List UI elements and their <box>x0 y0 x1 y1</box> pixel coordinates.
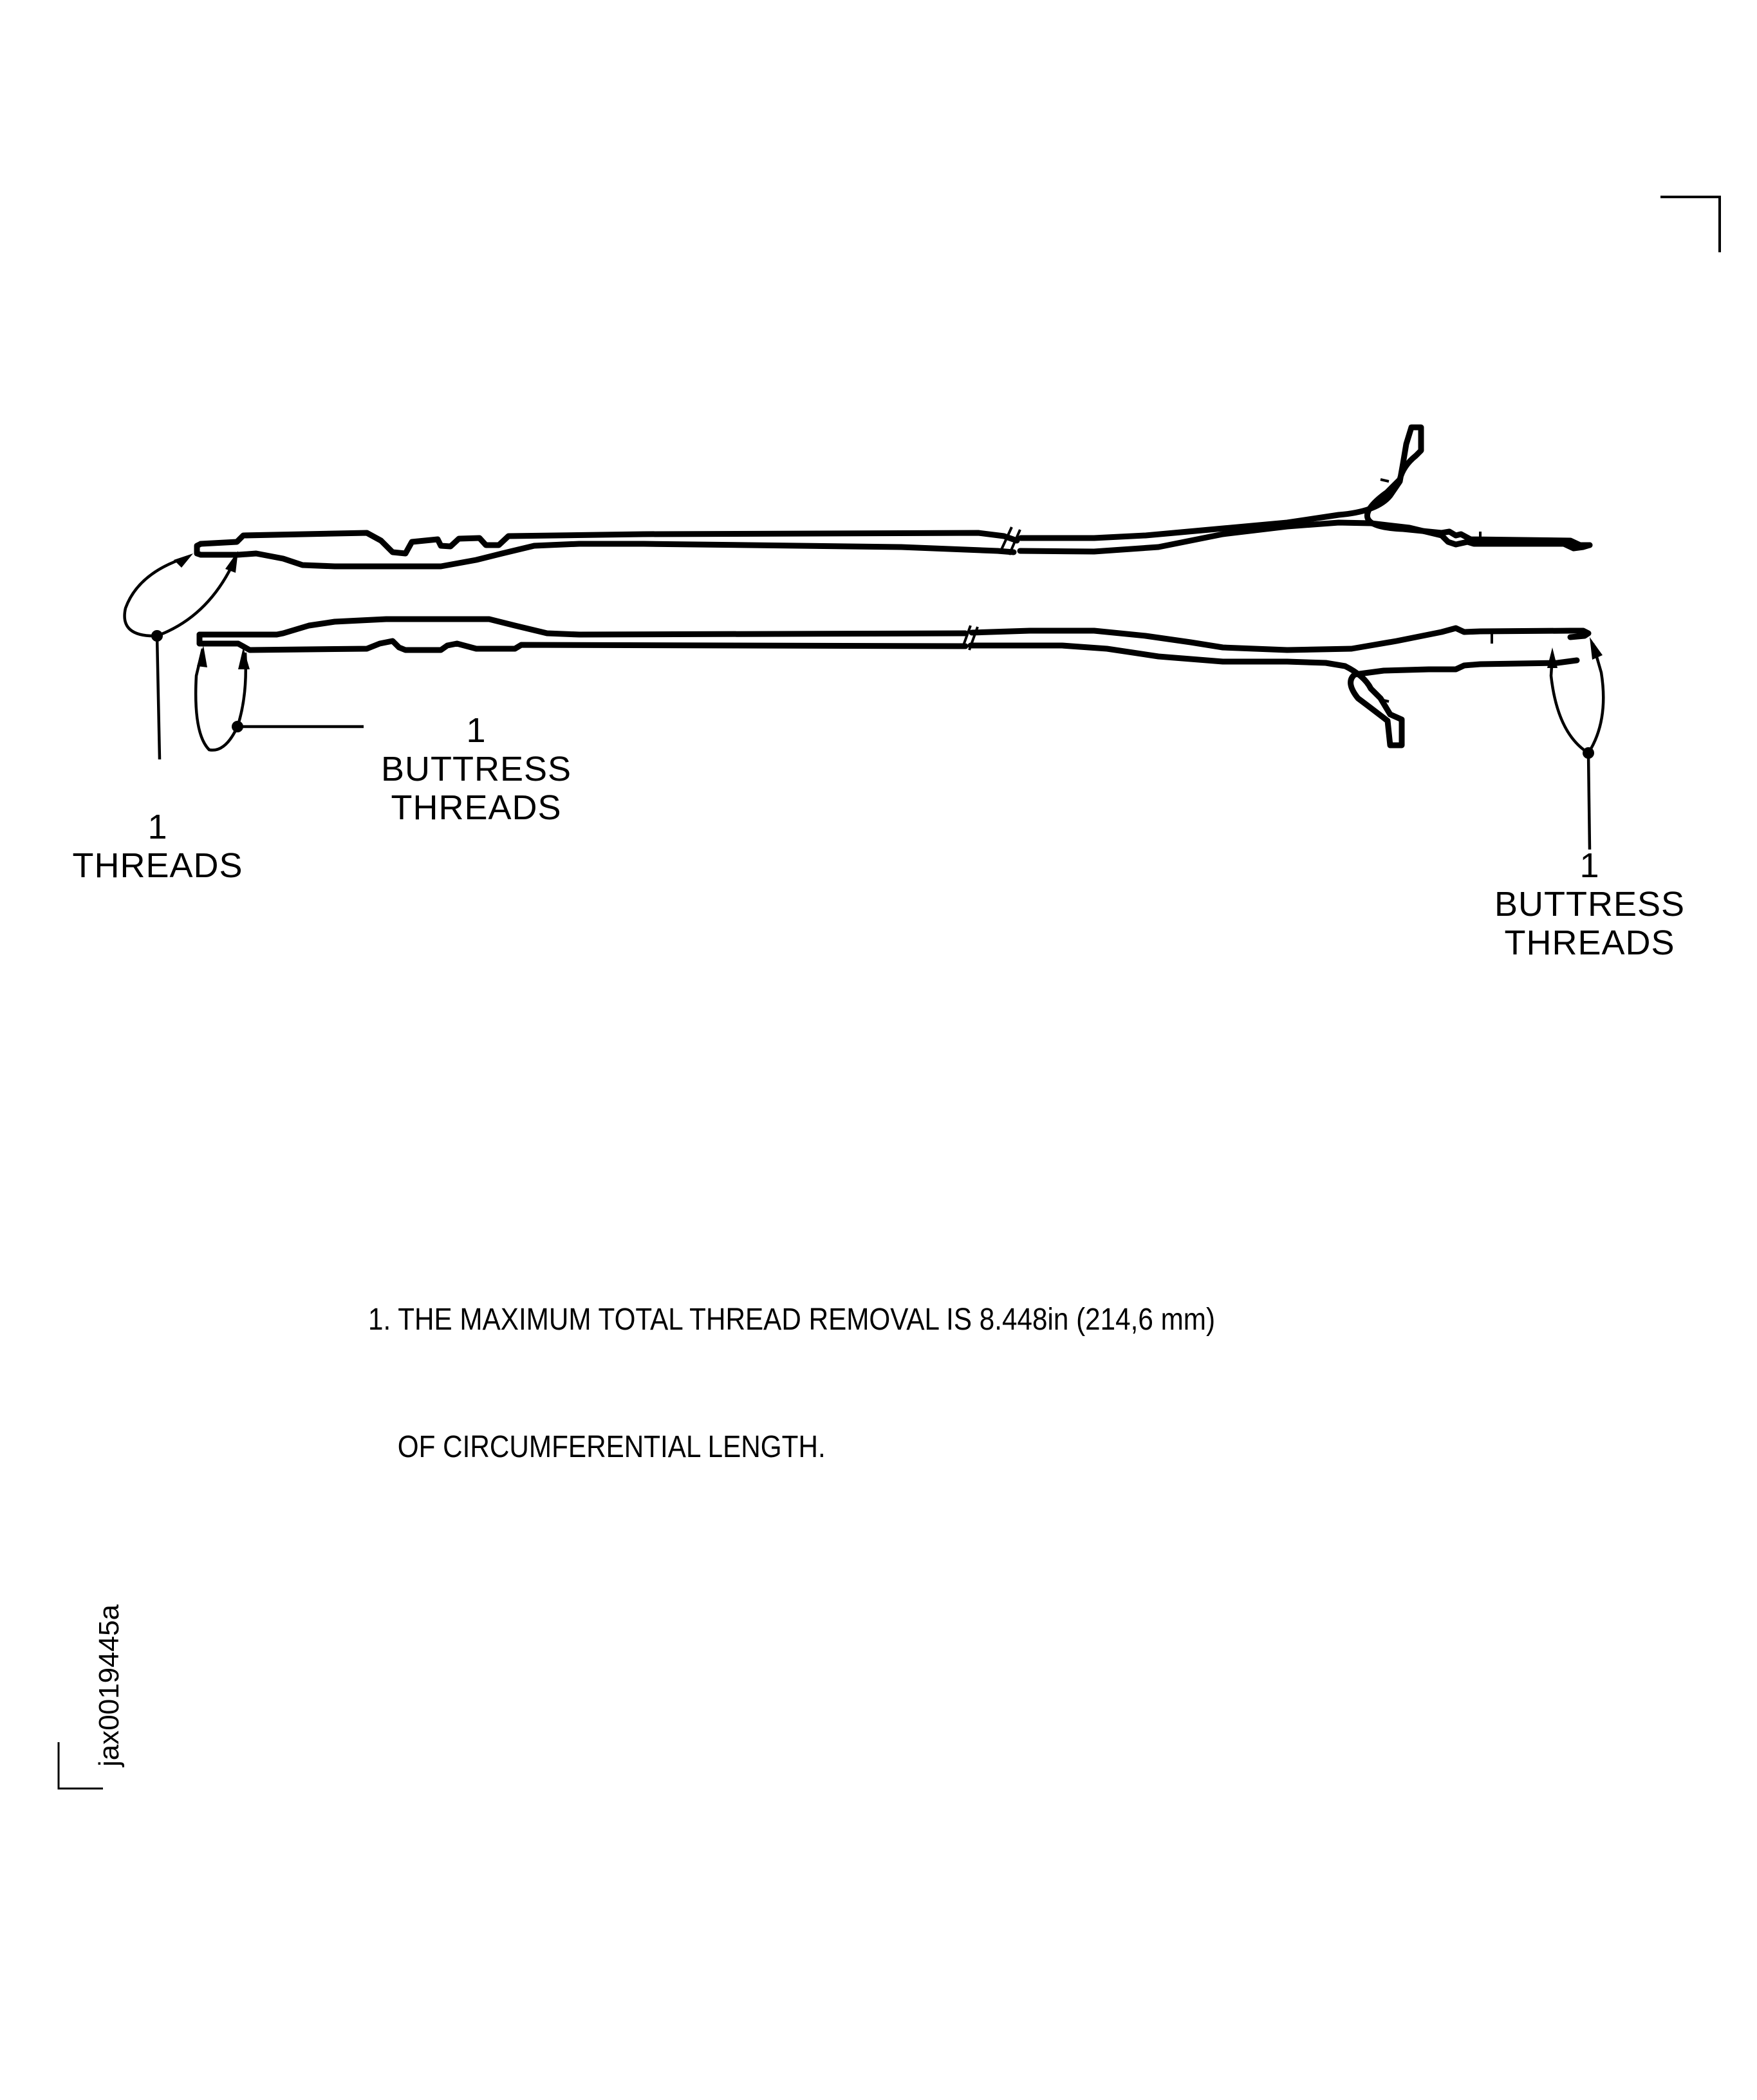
callout-buttress-right: 1 BUTTRESS THREADS <box>1487 846 1693 962</box>
note-text-line1: THE MAXIMUM TOTAL THREAD REMOVAL IS 8.44… <box>398 1303 1216 1337</box>
callout-number: 1 <box>147 808 168 846</box>
leader-buttress-left <box>194 646 364 752</box>
note-line-1: 1. THE MAXIMUM TOTAL THREAD REMOVAL IS 8… <box>368 1299 1215 1341</box>
note-1: 1. THE MAXIMUM TOTAL THREAD REMOVAL IS 8… <box>368 1214 1215 1511</box>
lower-part-section <box>196 616 1592 748</box>
callout-label-line1: BUTTRESS <box>1494 885 1686 924</box>
leader-buttress-right <box>1547 637 1605 850</box>
upper-part-section <box>194 424 1593 570</box>
note-number: 1. <box>368 1303 391 1337</box>
corner-mark-top-right <box>1660 196 1721 252</box>
callout-label-line2: THREADS <box>391 788 562 827</box>
corner-mark-bottom-left <box>57 1742 103 1790</box>
callout-buttress-left: 1 BUTTRESS THREADS <box>373 711 579 827</box>
note-line-2: OF CIRCUMFERENTIAL LENGTH. <box>368 1426 1215 1469</box>
note-text-line2: OF CIRCUMFERENTIAL LENGTH. <box>397 1430 826 1464</box>
leader-threads-left <box>123 551 238 760</box>
callout-number: 1 <box>1579 846 1600 885</box>
callout-label-line2: THREADS <box>1504 924 1675 962</box>
callout-label-line1: BUTTRESS <box>380 750 572 788</box>
callout-threads-left: 1 THREADS <box>71 808 245 885</box>
callout-number: 1 <box>466 711 487 750</box>
figure-id-label: jax0019445a <box>93 1604 125 1767</box>
callout-label: THREADS <box>72 846 243 885</box>
